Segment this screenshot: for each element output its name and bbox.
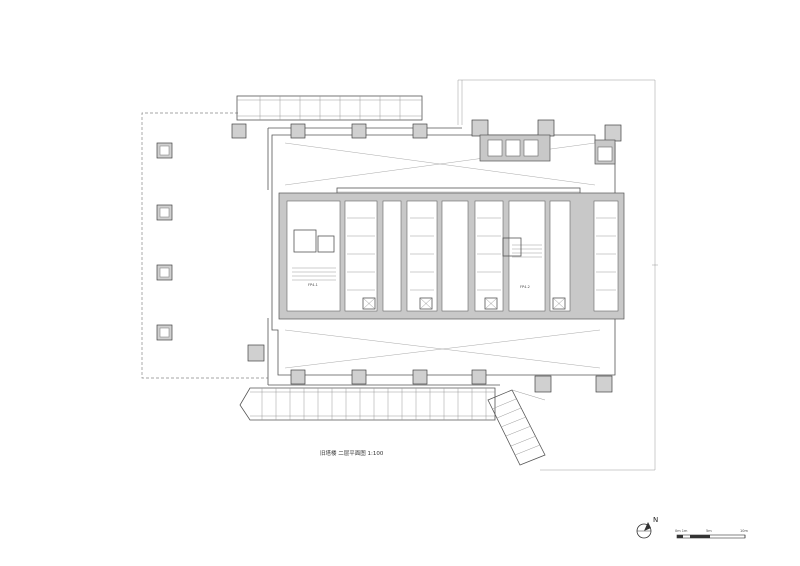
top-canopy	[236, 95, 423, 121]
room-label-left: FP4-1	[308, 283, 318, 287]
scale-label-mid: 5m	[706, 529, 712, 533]
top-right-service-block	[479, 134, 616, 165]
scale-bar	[676, 534, 746, 539]
perimeter-columns-top	[231, 119, 622, 142]
left-terrace-outline	[141, 112, 268, 379]
bottom-canopy	[239, 387, 496, 421]
site-boundary-right	[457, 79, 658, 471]
perimeter-columns-bottom	[247, 344, 613, 393]
room-label-right: FP4-2	[520, 285, 530, 289]
scale-label-end: 10m	[740, 529, 748, 533]
north-label: N	[653, 516, 658, 524]
angled-bridge	[487, 389, 546, 466]
scale-label-start: 0m 1m	[675, 529, 688, 533]
drawing-title: 旧塔楼 二层平面图 1:100	[320, 449, 384, 457]
terrace-columns-left	[156, 142, 173, 341]
central-core	[278, 192, 625, 320]
north-arrow-icon	[636, 522, 652, 539]
